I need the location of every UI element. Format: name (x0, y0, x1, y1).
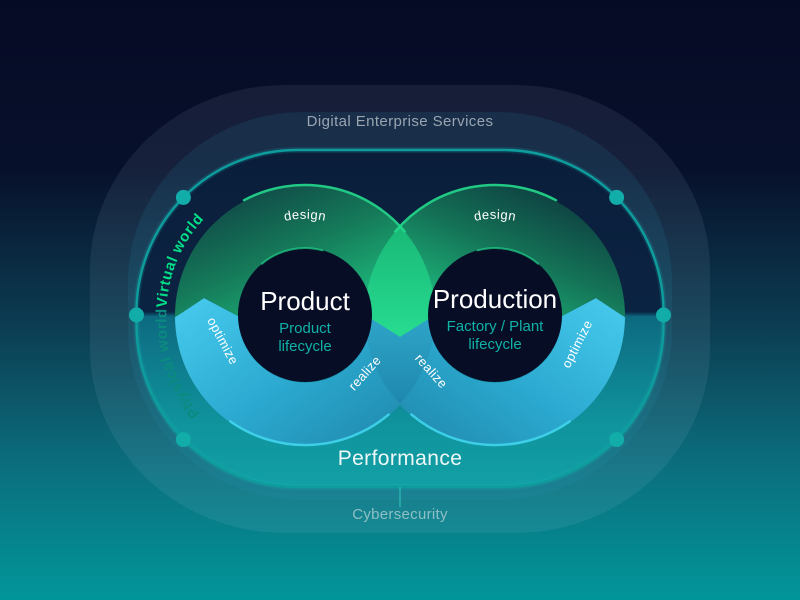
orbit-dot (656, 307, 671, 323)
product-title: Product (260, 286, 350, 316)
production-design-label: design (473, 207, 518, 224)
orbit-dot (175, 189, 191, 205)
production-title: Production (433, 284, 557, 314)
performance-label: Performance (338, 447, 463, 470)
orbit-dot (609, 432, 625, 448)
production-bottom-rim (410, 413, 571, 447)
product-core-circle (238, 248, 372, 382)
product-top-rim (242, 183, 406, 233)
overlap-lens-top (365, 226, 435, 337)
digital-enterprise-services-label: Digital Enterprise Services (307, 113, 494, 130)
production-top-rim (394, 183, 558, 233)
product-bottom-rim (229, 413, 390, 447)
product-design-label: design (283, 207, 328, 224)
orbit-dot (129, 307, 144, 323)
product-subtitle-line2: lifecycle (278, 338, 331, 355)
production-core-circle (428, 248, 562, 382)
production-subtitle-line2: lifecycle (468, 336, 521, 353)
production-subtitle-line1: Factory / Plant (447, 318, 545, 335)
orbit-dot (175, 432, 191, 448)
production-inner-rim (476, 247, 540, 265)
cybersecurity-label: Cybersecurity (352, 506, 448, 523)
product-inner-rim (260, 247, 324, 265)
product-subtitle-line1: Product (279, 320, 332, 337)
orbit-dot (609, 189, 625, 205)
overlap-lens-bottom (365, 315, 435, 404)
